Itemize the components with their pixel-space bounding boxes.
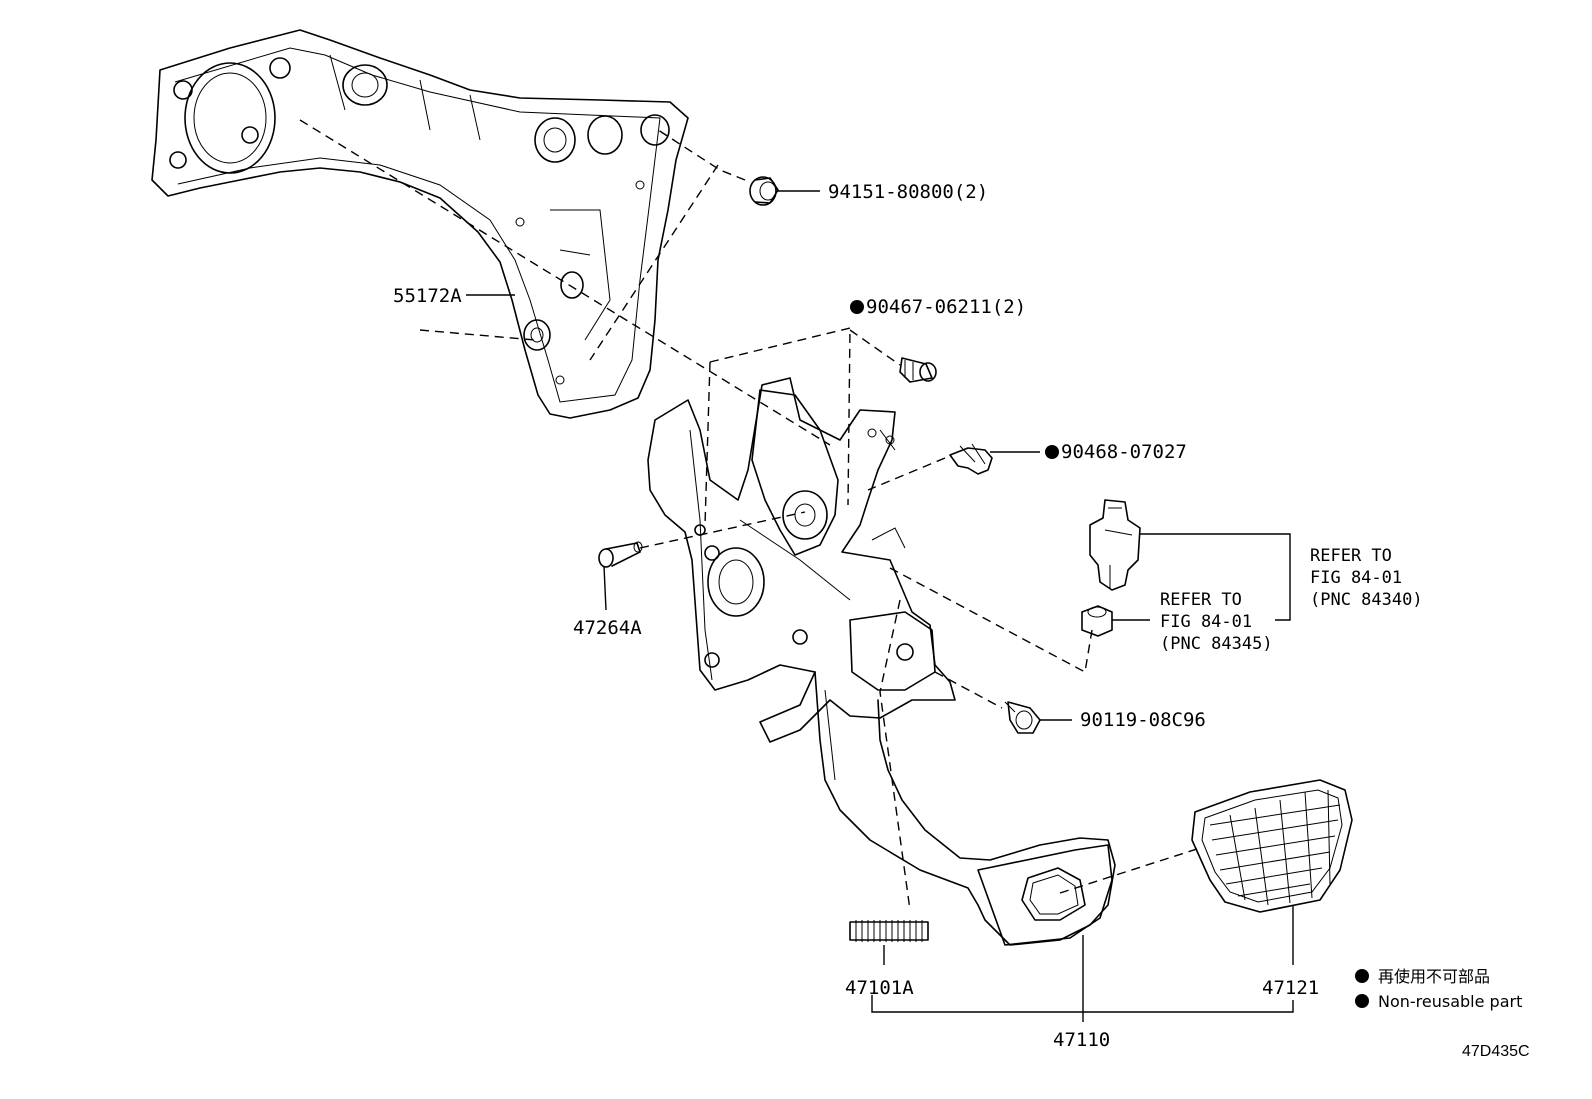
legend-text-en: Non-reusable part	[1378, 992, 1522, 1011]
refer-switch-line2: FIG 84-01	[1310, 568, 1402, 588]
return-spring-47101a	[849, 920, 929, 942]
label-90468: 90468-07027	[1061, 441, 1187, 463]
pedal-support-bracket	[647, 377, 956, 743]
non-reusable-dot-90468	[1045, 445, 1059, 459]
label-55172a: 55172A	[393, 285, 462, 307]
label-47121: 47121	[1262, 977, 1319, 999]
bolt-90119	[1004, 701, 1041, 734]
clip-90468	[949, 443, 993, 475]
bracket-55172a	[151, 29, 689, 419]
label-94151: 94151-80800(2)	[828, 181, 988, 203]
label-47264a: 47264A	[573, 617, 642, 639]
pedal-pad-47121	[1191, 779, 1353, 913]
label-47110: 47110	[1053, 1029, 1110, 1051]
refer-cushion-line1: REFER TO	[1160, 590, 1242, 610]
switch-cushion	[1081, 605, 1113, 637]
clip-90467	[899, 357, 937, 383]
refer-switch-line1: REFER TO	[1310, 546, 1392, 566]
drawing-code: 47D435C	[1462, 1043, 1530, 1060]
label-47101a: 47101A	[845, 977, 914, 999]
legend-text-jp: 再使用不可部品	[1378, 967, 1490, 986]
refer-switch-line3: (PNC 84340)	[1310, 590, 1423, 610]
leader-lines	[466, 190, 1294, 1022]
label-90119: 90119-08C96	[1080, 709, 1206, 731]
legend: 再使用不可部品 Non-reusable part	[1355, 967, 1522, 1011]
stop-lamp-switch	[1089, 499, 1141, 591]
non-reusable-dot-90467	[850, 300, 864, 314]
label-90467: 90467-06211(2)	[866, 296, 1026, 318]
refer-cushion-line2: FIG 84-01	[1160, 612, 1252, 632]
dashed-assembly-lines	[299, 119, 1201, 911]
brake-pedal-arm-47110	[814, 671, 1116, 946]
nut-94151	[749, 176, 779, 206]
refer-cushion-line3: (PNC 84345)	[1160, 634, 1273, 654]
legend-dot-jp	[1355, 969, 1369, 983]
legend-dot-en	[1355, 994, 1369, 1008]
pin-47264a	[598, 541, 643, 568]
